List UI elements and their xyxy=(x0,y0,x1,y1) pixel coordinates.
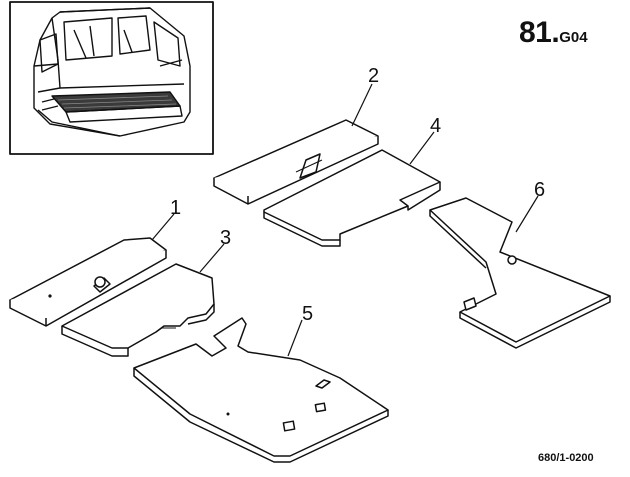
callout-5: 5 xyxy=(302,303,313,325)
floor-panel-part-6 xyxy=(429,197,611,349)
floor-panel-part-1 xyxy=(9,237,167,327)
callout-1: 1 xyxy=(170,197,181,219)
leader-1 xyxy=(151,213,175,241)
floor-panel-part-3 xyxy=(61,263,215,357)
page-number: 81.G04 xyxy=(519,16,588,50)
floor-panel-part-4 xyxy=(263,149,441,247)
leader-5 xyxy=(287,319,303,357)
leader-3 xyxy=(199,243,225,273)
callout-6: 6 xyxy=(534,179,545,201)
callout-3: 3 xyxy=(220,227,231,249)
page-number-main: 81. xyxy=(519,16,560,49)
page-number-suffix: G04 xyxy=(559,29,588,46)
leader-6 xyxy=(515,195,539,233)
callout-2: 2 xyxy=(368,65,379,87)
leader-2 xyxy=(351,83,373,127)
leader-lines xyxy=(151,83,539,357)
floor-panel-part-2 xyxy=(213,119,379,205)
cab-inset xyxy=(9,1,214,155)
callout-4: 4 xyxy=(430,115,441,137)
callout-labels: 1 2 3 4 5 6 xyxy=(170,65,545,325)
leader-4 xyxy=(409,131,435,165)
floor-panel-part-5 xyxy=(133,317,389,463)
drawing-reference: 680/1-0200 xyxy=(538,452,594,464)
